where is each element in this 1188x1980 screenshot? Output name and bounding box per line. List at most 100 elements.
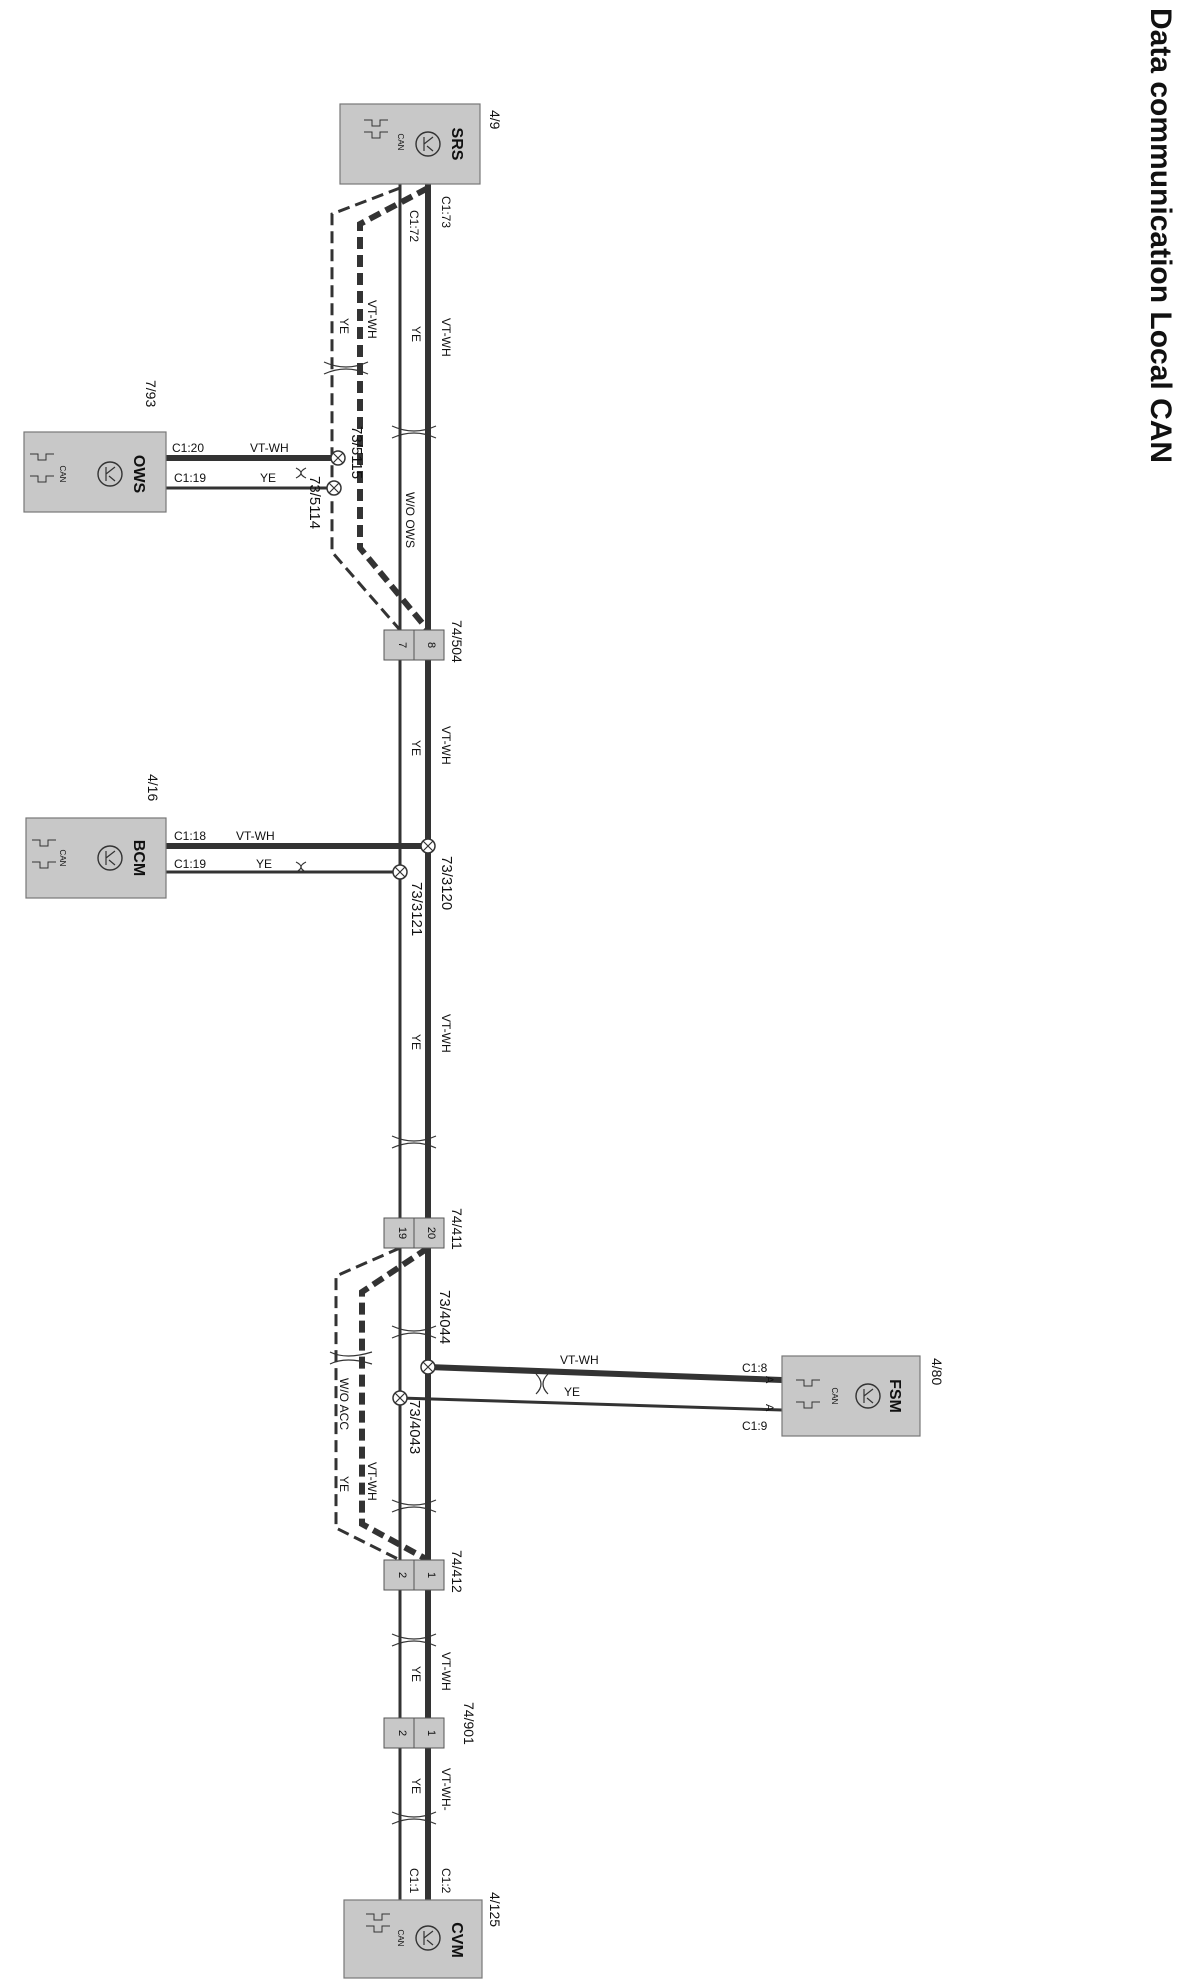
twist-marker — [391, 1135, 437, 1149]
connector-74-504 — [383, 629, 445, 661]
fsm-lo-branch — [399, 1396, 783, 1412]
ecu-icon — [97, 845, 123, 871]
can-signal-icon — [364, 119, 388, 139]
splice-73-4044-label: 73/4044 — [436, 1290, 453, 1344]
ows-hi-label: VT-WH — [250, 441, 289, 455]
twist-marker — [535, 1373, 549, 1395]
splice-73-5114-label: 73/5114 — [306, 476, 323, 529]
ecu-icon — [415, 131, 441, 157]
can-signal-icon — [796, 1379, 820, 1409]
srs-pin-lo: C1:72 — [407, 210, 421, 242]
wire-hi-label: VT-WH — [439, 726, 453, 765]
twist-marker — [391, 1499, 437, 1513]
ows-pin-hi: C1:20 — [172, 441, 204, 455]
bypass-without-ows — [330, 185, 431, 632]
fsm-bus-label: CAN — [830, 1388, 839, 1405]
connector-74-411-pin-lo: 19 — [396, 1227, 408, 1239]
ecu-icon — [97, 461, 123, 487]
ows-ref: 7/93 — [143, 380, 159, 407]
bcm-pin-hi: C1:18 — [174, 829, 206, 843]
ows-pin-lo: C1:19 — [174, 471, 206, 485]
fsm-pin-lo-letter: A — [763, 1404, 775, 1412]
connector-74-504-ref: 74/504 — [449, 620, 465, 663]
splices — [326, 450, 436, 1406]
splice-73-3120 — [420, 838, 436, 854]
connector-74-412 — [383, 1559, 445, 1591]
bypass-ows-hi-wire — [357, 185, 431, 632]
wire-lo-label: YE — [409, 740, 423, 756]
bcm-pin-lo: C1:19 — [174, 857, 206, 871]
cvm-ref: 4/125 — [487, 1892, 503, 1927]
cvm-pin-lo: C1:1 — [407, 1868, 421, 1894]
fsm-pin-hi-letter: A — [763, 1376, 775, 1384]
wire-hi-label: VT-WH — [439, 318, 453, 357]
splice-73-4043-label: 73/4043 — [406, 1400, 423, 1454]
srs-bus-label: CAN — [396, 134, 405, 151]
cvm-bus-label: CAN — [396, 1930, 405, 1947]
fsm-name: FSM — [886, 1379, 903, 1413]
branch-wires — [166, 455, 783, 1412]
bcm-lo-label: YE — [256, 857, 272, 871]
twist-marker — [391, 425, 437, 439]
twist-marker — [391, 1633, 437, 1647]
can-signal-icon — [366, 1913, 390, 1933]
module-srs — [339, 103, 481, 185]
connector-74-411-ref: 74/411 — [449, 1208, 465, 1250]
connector-74-901-ref: 74/901 — [461, 1702, 477, 1745]
variant-without-ows-label: W/O OWS — [403, 492, 417, 548]
twist-marker — [329, 1351, 373, 1365]
twist-marker — [295, 861, 307, 873]
connector-74-901 — [383, 1717, 445, 1749]
ecu-icon — [415, 1925, 441, 1951]
wire-lo-label: YE — [409, 1778, 423, 1794]
bcm-hi-label: VT-WH — [236, 829, 275, 843]
bypass-without-acc — [334, 1245, 430, 1563]
module-bcm — [25, 817, 167, 899]
bypass-acc-hi-wire — [359, 1245, 430, 1563]
connector-74-411-pin-hi: 20 — [425, 1227, 437, 1239]
connector-74-412-ref: 74/412 — [449, 1550, 465, 1593]
srs-pin-hi: C1:73 — [439, 196, 453, 228]
srs-ref: 4/9 — [487, 110, 503, 130]
connector-74-504-pin-lo: 7 — [396, 642, 408, 648]
cvm-pin-hi: C1:2 — [439, 1868, 453, 1894]
splice-73-5114 — [326, 480, 342, 496]
bypass-hi-label: VT-WH — [365, 1462, 379, 1501]
fsm-pin-hi: C1:8 — [742, 1361, 768, 1375]
fsm-hi-label: VT-WH — [560, 1353, 599, 1367]
page-title: Data communication Local CAN — [1144, 8, 1177, 464]
bcm-ref: 4/16 — [145, 774, 161, 801]
bcm-bus-label: CAN — [58, 850, 67, 867]
bypass-hi-label: VT-WH — [365, 300, 379, 339]
twist-marker — [323, 361, 369, 375]
module-fsm — [781, 1355, 921, 1437]
wire-hi-label: VT-WH- — [439, 1768, 453, 1811]
bcm-name: BCM — [130, 840, 147, 876]
twist-markers — [295, 361, 549, 1825]
cvm-name: CVM — [448, 1922, 465, 1958]
wire-lo-label: YE — [409, 1666, 423, 1682]
ows-name: OWS — [130, 455, 147, 494]
bypass-lo-label: YE — [337, 1476, 351, 1492]
ows-lo-label: YE — [260, 471, 276, 485]
splice-73-3121-label: 73/3121 — [408, 882, 425, 936]
connector-74-901-pin-hi: 1 — [425, 1730, 437, 1736]
fsm-pin-lo: C1:9 — [742, 1419, 768, 1433]
bypass-ows-lo-wire — [330, 186, 402, 631]
ecu-icon — [855, 1383, 881, 1409]
module-ows — [23, 431, 167, 513]
twist-marker — [391, 1811, 437, 1825]
wire-lo-label: YE — [409, 1034, 423, 1050]
fsm-lo-label: YE — [564, 1385, 580, 1399]
splice-73-5115 — [330, 450, 346, 466]
wire-hi-label: VT-WH — [439, 1014, 453, 1053]
wire-lo-label: YE — [409, 326, 423, 342]
module-cvm — [343, 1899, 483, 1979]
twist-marker — [391, 1325, 437, 1339]
splice-73-3120-label: 73/3120 — [438, 856, 455, 910]
ows-bus-label: CAN — [58, 466, 67, 483]
variant-without-acc-label: W/O ACC — [337, 1378, 351, 1430]
can-signal-icon — [30, 453, 54, 483]
twist-marker — [295, 467, 307, 479]
